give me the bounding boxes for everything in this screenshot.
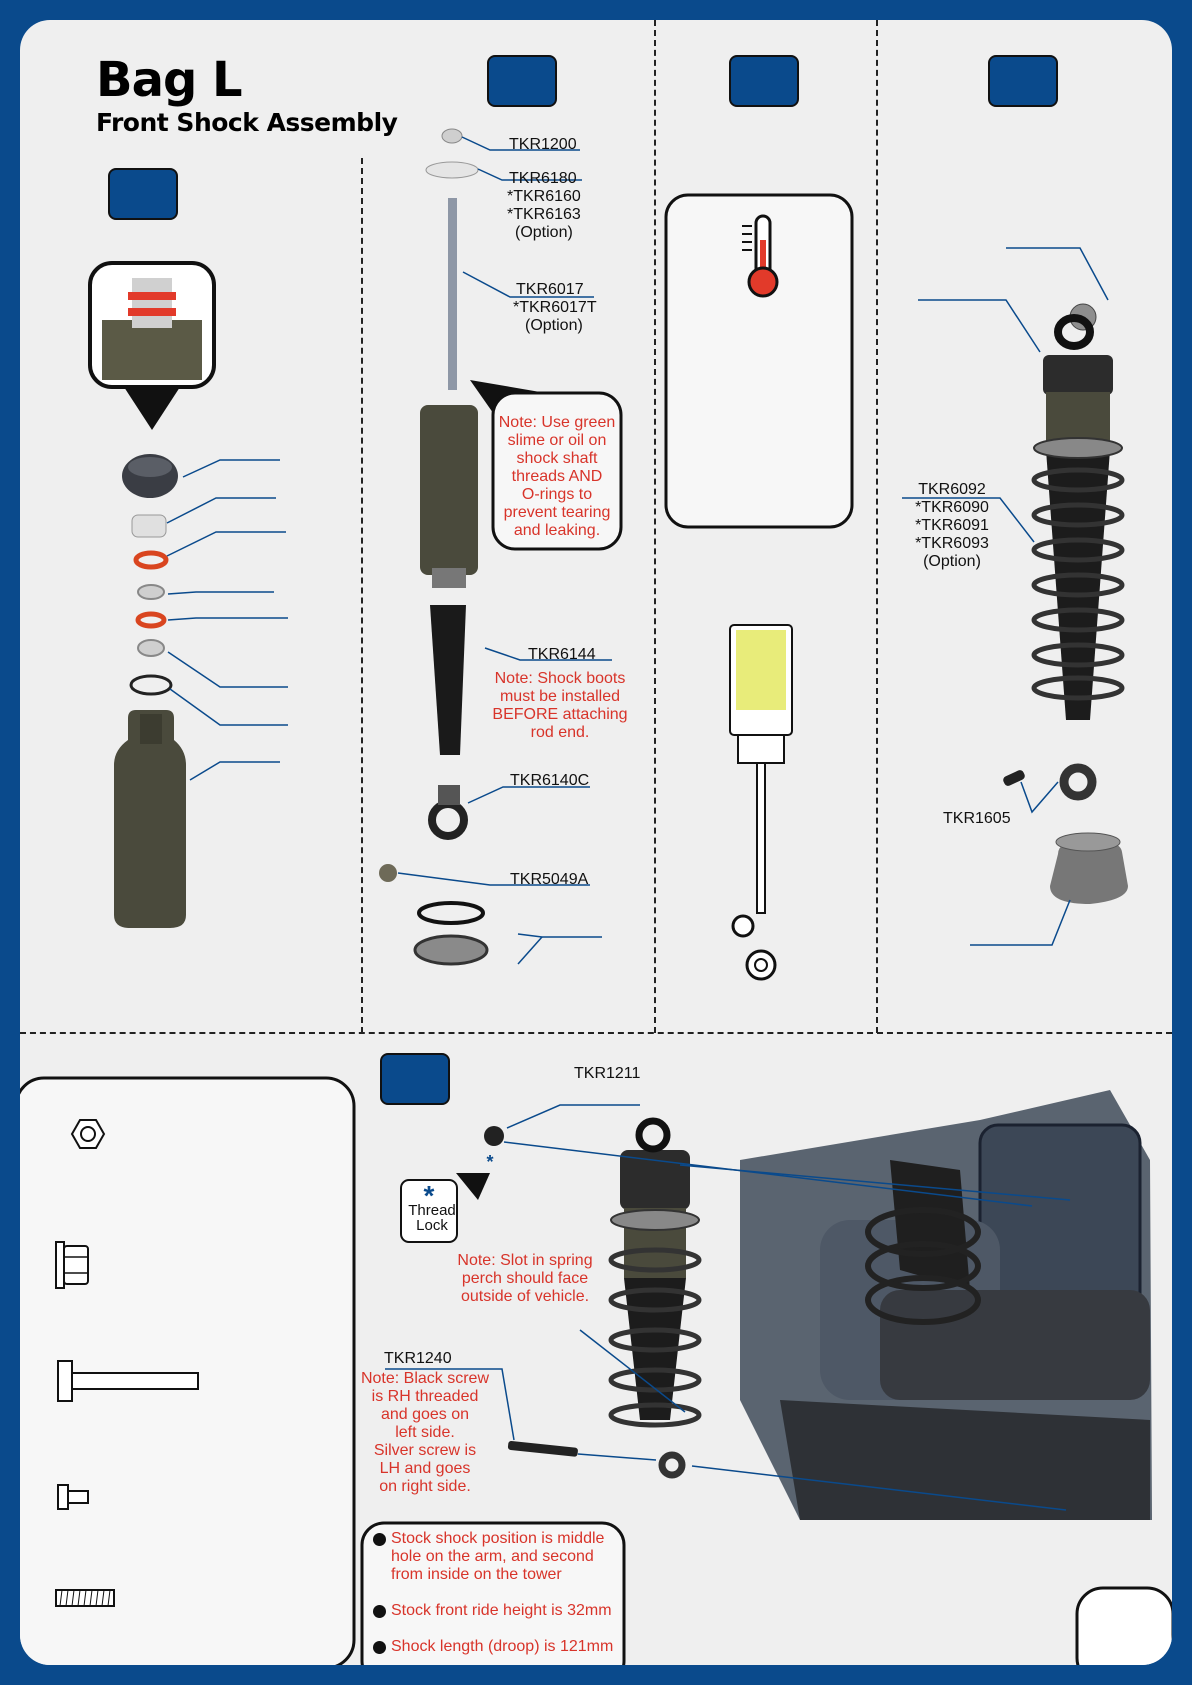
label-tkr1240: TKR1240 — [384, 1350, 452, 1367]
screw-note: Note: Black screw is RH threaded and goe… — [360, 1370, 490, 1495]
divider-3 — [876, 20, 878, 1033]
step4-shock — [1003, 303, 1128, 904]
step5-leaders — [385, 1104, 1071, 1511]
label-option-3: (Option) — [923, 553, 981, 570]
long-screw-icon — [57, 1360, 199, 1402]
step-box-2 — [487, 55, 557, 107]
tips-panel — [360, 1521, 626, 1665]
label-tkr6140c: TKR6140C — [510, 772, 590, 789]
label-tkr1211: TKR1211 — [574, 1065, 641, 1082]
step2-parts — [379, 128, 540, 966]
label-option-2: (Option) — [525, 317, 583, 334]
step2-leaders — [397, 136, 612, 965]
hex-nut-icon — [70, 1119, 106, 1149]
label-tkr6092: TKR6092 — [918, 481, 986, 498]
short-screw-icon — [57, 1484, 89, 1510]
thread-lock-box — [400, 1179, 458, 1243]
label-tkr6180: TKR6180 — [509, 170, 577, 187]
set-screw-icon — [55, 1589, 115, 1607]
shock-boots-note: Note: Shock boots must be installed BEFO… — [492, 670, 628, 741]
hardware-panel — [20, 1076, 356, 1665]
page-number-box — [1075, 1586, 1172, 1665]
label-tkr1200: TKR1200 — [509, 136, 577, 153]
label-option-1: (Option) — [515, 224, 573, 241]
flange-nut-icon — [55, 1241, 89, 1289]
page-subtitle: Front Shock Assembly — [96, 108, 398, 137]
green-slime-note-box — [491, 391, 623, 551]
step5-art — [456, 1090, 1152, 1520]
label-tkr6017t: *TKR6017T — [513, 299, 597, 316]
label-tkr6093: *TKR6093 — [915, 535, 989, 552]
spring-perch-note: Note: Slot in spring perch should face o… — [457, 1252, 593, 1305]
label-tkr5049a: TKR5049A — [510, 871, 589, 888]
asterisk-icon: * — [424, 1180, 435, 1211]
thread-lock-label: Thread Lock — [408, 1202, 456, 1234]
label-tkr6090: *TKR6090 — [915, 499, 989, 516]
step-box-3 — [729, 55, 799, 107]
label-tkr6144: TKR6144 — [528, 646, 596, 663]
step1-leaders — [166, 459, 288, 781]
artwork: * * — [20, 128, 1172, 1665]
bullet-icon — [373, 1605, 386, 1618]
shock-parts-stack — [114, 454, 186, 928]
divider-2 — [654, 20, 656, 1033]
label-tkr6017: TKR6017 — [516, 281, 584, 298]
zoom-callout — [88, 261, 216, 430]
page-title: Bag L — [96, 52, 243, 108]
bullet-icon — [373, 1533, 386, 1546]
label-tkr6163: *TKR6163 — [507, 206, 581, 223]
label-tkr6160: *TKR6160 — [507, 188, 581, 205]
step3-art — [664, 193, 854, 981]
instruction-sheet: Bag L Front Shock Assembly — [20, 20, 1172, 1665]
divider-1 — [361, 158, 363, 1033]
thermometer-icon — [742, 214, 779, 298]
divider-horizontal — [20, 1032, 1172, 1034]
step-box-4 — [988, 55, 1058, 107]
label-tkr6091: *TKR6091 — [915, 517, 989, 534]
green-slime-note: Note: Use green slime or oil on shock sh… — [498, 414, 616, 539]
step4-shock-labels: TKR6092 *TKR6090 *TKR6091 *TKR6093 (Opti… — [902, 481, 1002, 571]
step-box-1 — [108, 168, 178, 220]
step4-leaders — [902, 247, 1109, 946]
bullet-icon — [373, 1641, 386, 1654]
step-box-5 — [380, 1053, 450, 1105]
asterisk-marker-icon: * — [486, 1152, 493, 1172]
tips-list: Stock shock position is middle hole on t… — [365, 1524, 620, 1665]
label-tkr1605: TKR1605 — [943, 810, 1011, 827]
